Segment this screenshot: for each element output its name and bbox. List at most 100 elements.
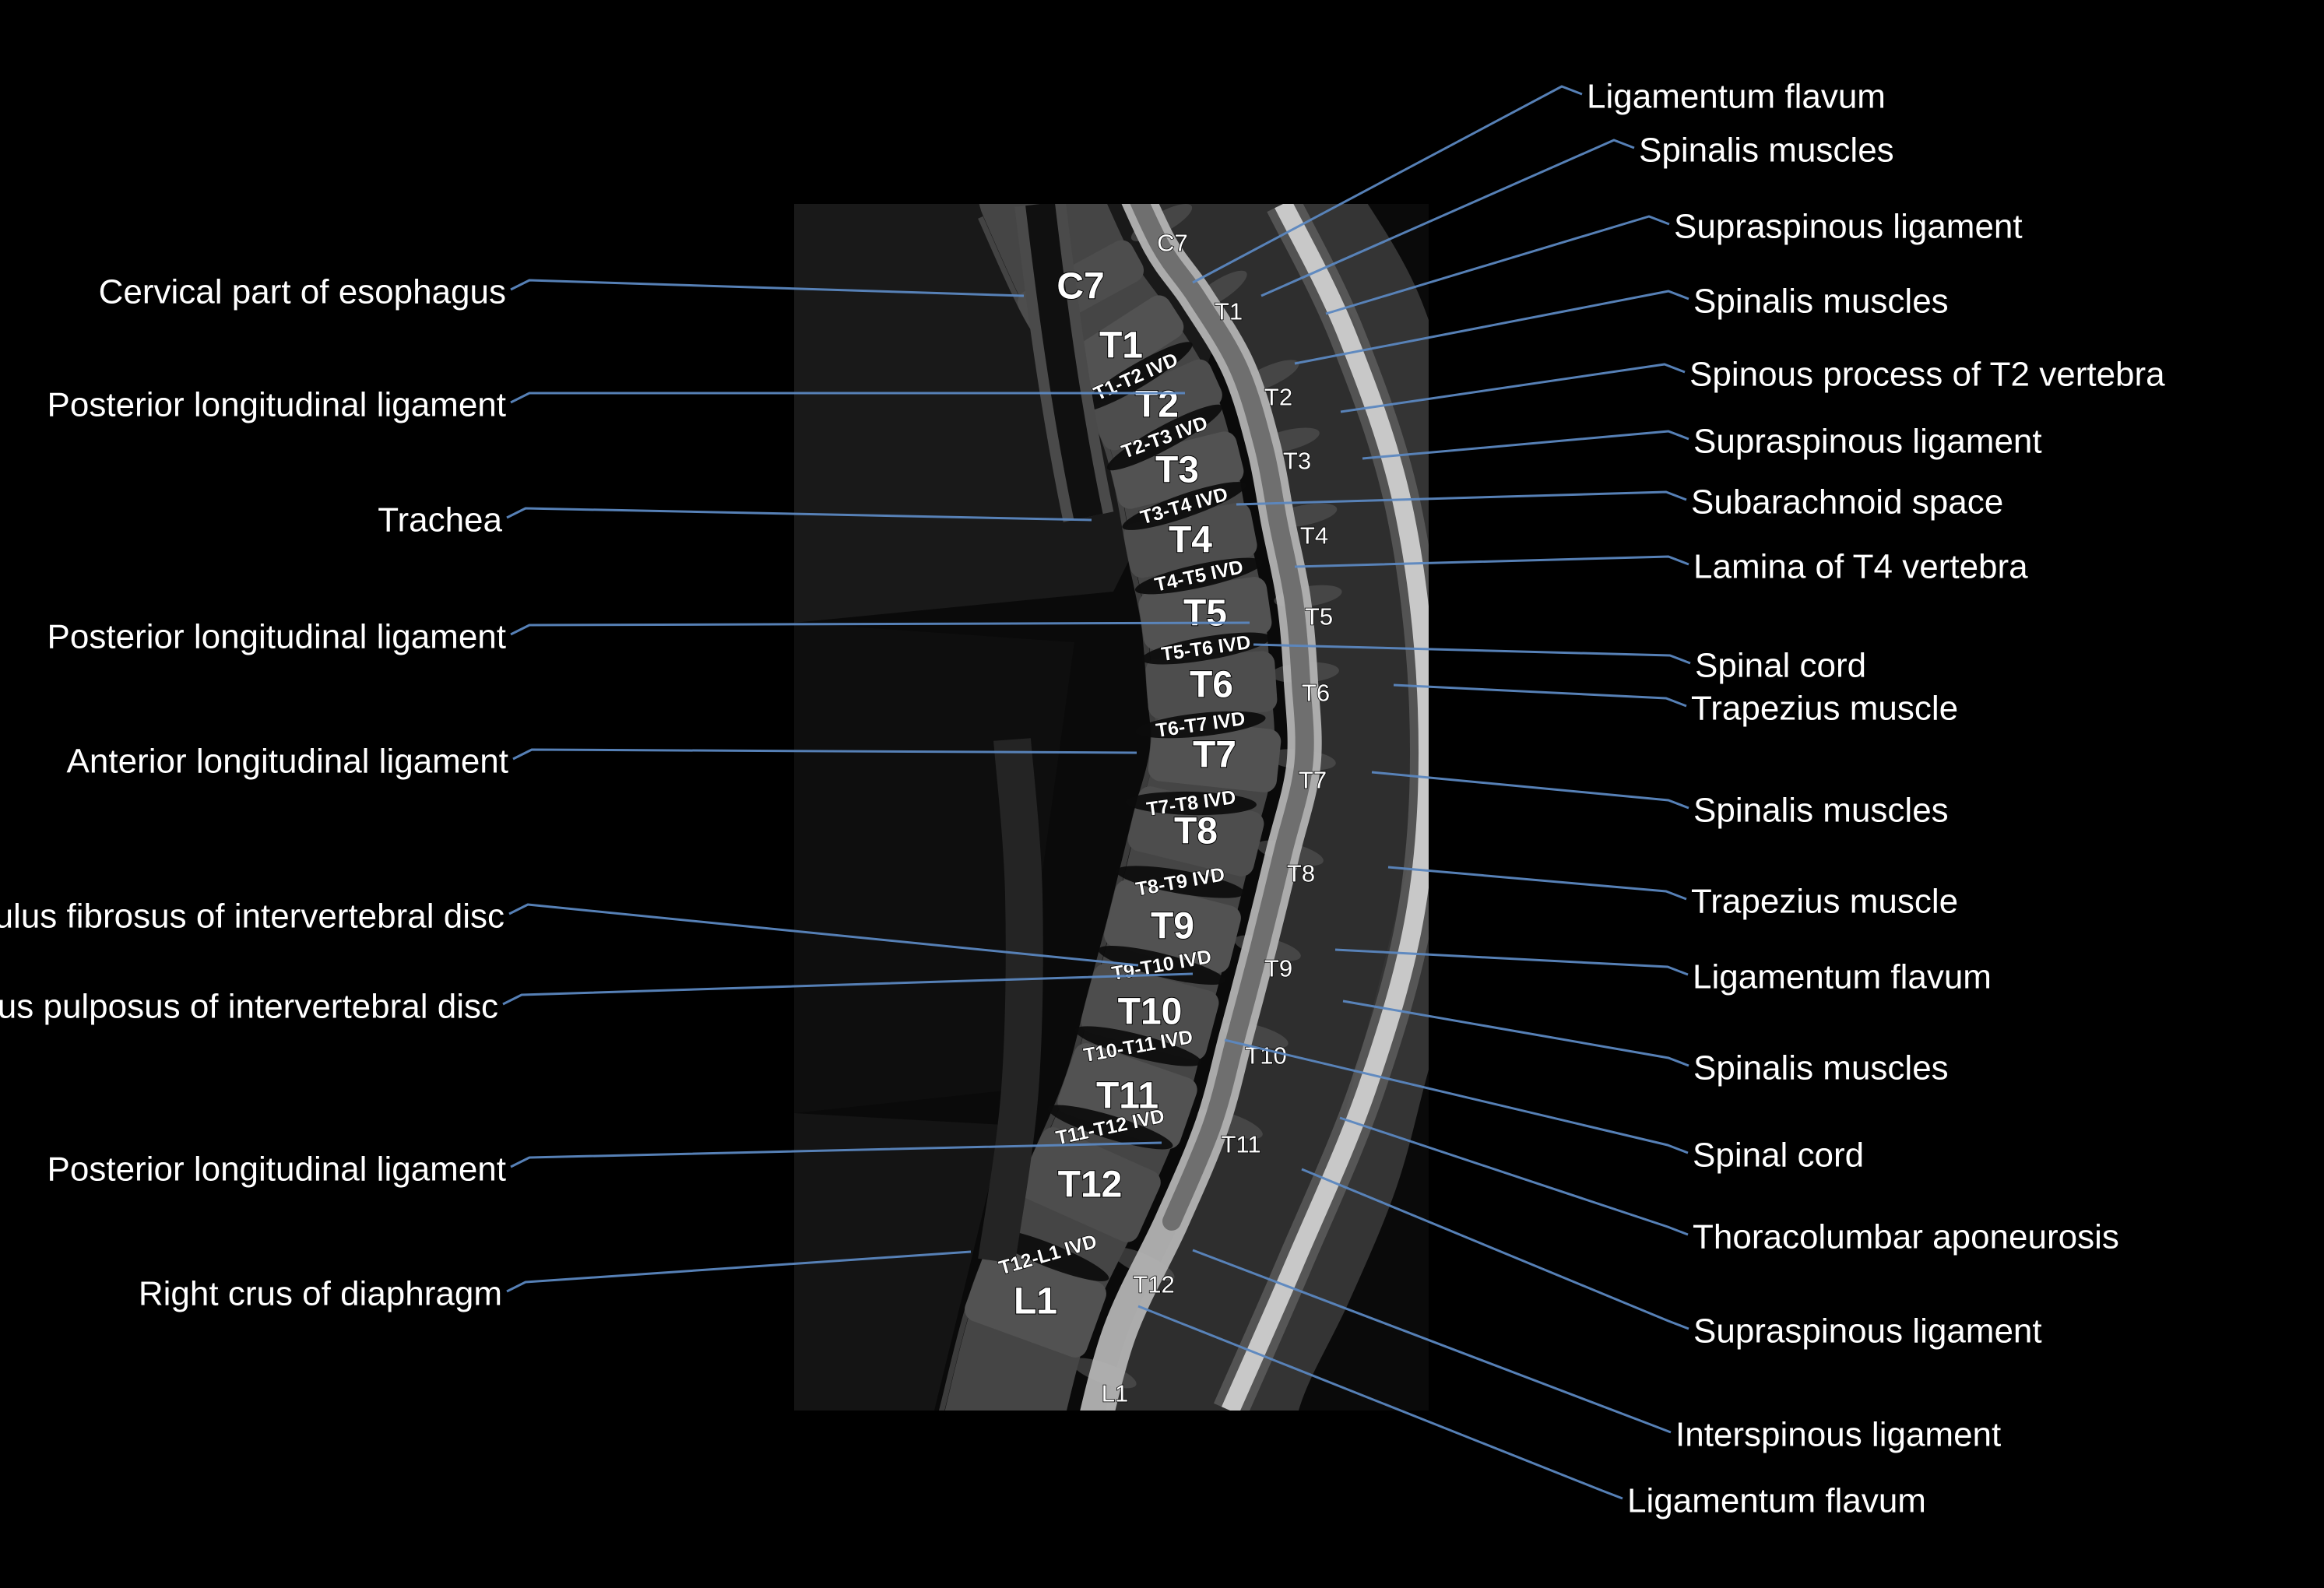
vertebral-body-shape	[1145, 651, 1278, 719]
vertebra-label: T5	[1183, 593, 1227, 634]
vertebra-label: T4	[1169, 520, 1212, 561]
leader-line	[510, 392, 1185, 404]
vertebral-body-shape	[1110, 431, 1244, 509]
right-label: Subarachnoid space	[1691, 483, 2003, 522]
leader-line	[1362, 430, 1689, 460]
leader-line	[506, 507, 1092, 522]
leader-lines	[502, 85, 1691, 1500]
posterior-process-label: T8	[1287, 860, 1315, 887]
intervertebral-disc-shape	[1141, 632, 1271, 665]
leader-line	[1260, 139, 1635, 297]
trachea-air-shape	[1025, 204, 1103, 520]
left-label: Cervical part of esophagus	[99, 273, 506, 311]
left-label: Trachea	[378, 501, 502, 539]
leader-line	[512, 748, 1137, 761]
posterior-process-label: T6	[1302, 680, 1330, 707]
vertebral-body-shape	[1019, 1127, 1161, 1242]
leader-line	[1294, 290, 1689, 365]
abdomen-region	[794, 1113, 1004, 1411]
leader-line	[1236, 490, 1687, 506]
posterior-process-label: T10	[1245, 1042, 1286, 1070]
mri-image	[794, 204, 1429, 1411]
vertebra-label: T6	[1190, 665, 1233, 706]
leader-line	[1371, 771, 1689, 810]
posterior-elements	[1105, 204, 1429, 1411]
vertebra-label: T11	[1096, 1076, 1158, 1117]
leader-line	[1325, 215, 1670, 315]
leader-line	[1387, 866, 1687, 901]
posterior-process-label: T1	[1215, 298, 1243, 325]
posterior-process-label: T5	[1305, 603, 1333, 631]
leader-line	[1192, 85, 1583, 284]
right-label: Spinalis muscles	[1693, 792, 1949, 830]
posterior-process-label: T4	[1300, 522, 1328, 550]
leader-line	[1342, 1000, 1689, 1067]
left-label: Posterior longitudinal ligament	[47, 618, 506, 656]
posterior-process-label: T12	[1133, 1271, 1174, 1298]
leader-line	[510, 279, 1025, 297]
leader-line	[1301, 1168, 1689, 1330]
posterior-process-label: T3	[1283, 448, 1311, 475]
leader-line	[1334, 948, 1689, 976]
vertebra-label: C7	[1057, 266, 1104, 307]
vertebral-body-shape	[1138, 577, 1272, 650]
aorta-shape	[978, 738, 1043, 1264]
right-label: Supraspinous ligament	[1693, 423, 2042, 461]
intervertebral-disc-shape	[1098, 946, 1225, 985]
intervertebral-disc-shape	[1116, 866, 1245, 898]
right-label: Spinal cord	[1693, 1137, 1864, 1175]
right-label: Trapezius muscle	[1691, 883, 1958, 921]
right-label: Lamina of T4 vertebra	[1693, 548, 2028, 586]
intervertebral-disc-shape	[1135, 711, 1266, 739]
vertebral-body-shape	[1092, 359, 1222, 451]
leader-line	[1137, 1305, 1623, 1500]
vertebra-label: T2	[1135, 385, 1179, 426]
right-label: Spinalis muscles	[1639, 132, 1894, 170]
posterior-process-label: L1	[1102, 1380, 1128, 1407]
leader-line	[506, 1250, 972, 1293]
left-label: Posterior longitudinal ligament	[47, 386, 506, 424]
leader-line	[1192, 1249, 1672, 1434]
posterior-process-label: T7	[1299, 767, 1327, 794]
posterior-process-label: T9	[1264, 955, 1292, 982]
right-label: Ligamentum flavum	[1627, 1482, 1926, 1520]
right-label: Thoracolumbar aponeurosis	[1693, 1218, 2119, 1256]
left-label: Annulus fibrosus of intervertebral disc	[0, 898, 505, 936]
spinal-cord-shape	[1130, 204, 1314, 1231]
right-label: Ligamentum flavum	[1693, 958, 1992, 996]
right-label: Spinalis muscles	[1693, 283, 1949, 321]
intervertebral-disc-shape	[1134, 557, 1264, 595]
left-label: Posterior longitudinal ligament	[47, 1151, 506, 1189]
vertebra-label: T3	[1155, 450, 1199, 491]
leader-line	[508, 903, 1139, 967]
leader-line	[1253, 643, 1691, 665]
right-label: Supraspinous ligament	[1693, 1312, 2042, 1351]
intervertebral-disc-shape	[1122, 482, 1246, 530]
skin-fat-line	[1222, 204, 1429, 1411]
right-label: Interspinous ligament	[1675, 1416, 2001, 1454]
vertebra-label: T10	[1118, 992, 1183, 1033]
vertebra-label: T9	[1151, 906, 1194, 947]
right-label: Trapezius muscle	[1691, 690, 1958, 728]
leader-line	[1224, 1038, 1689, 1154]
vertebra-label: T1	[1099, 325, 1143, 367]
leader-line	[1393, 683, 1687, 708]
right-label: Supraspinous ligament	[1674, 208, 2023, 246]
leader-line	[510, 621, 1250, 636]
right-label: Spinal cord	[1695, 647, 1866, 685]
left-label: Nucleus pulposus of intervertebral disc	[0, 988, 498, 1026]
right-label: Ligamentum flavum	[1587, 78, 1886, 116]
posterior-process-label: C7	[1157, 230, 1188, 257]
vertebra-label: T7	[1193, 735, 1236, 776]
leader-line	[510, 1141, 1162, 1168]
intervertebral-disc-shape	[1074, 1026, 1202, 1066]
vertebra-label: L1	[1014, 1281, 1057, 1323]
vertebra-label: T8	[1174, 811, 1218, 852]
left-label: Right crus of diaphragm	[139, 1275, 502, 1313]
leader-line	[502, 972, 1194, 1006]
vertebral-body-shape	[1058, 295, 1184, 396]
intervertebral-disc-shape	[1126, 791, 1257, 816]
posterior-process-label: T11	[1221, 1131, 1260, 1158]
